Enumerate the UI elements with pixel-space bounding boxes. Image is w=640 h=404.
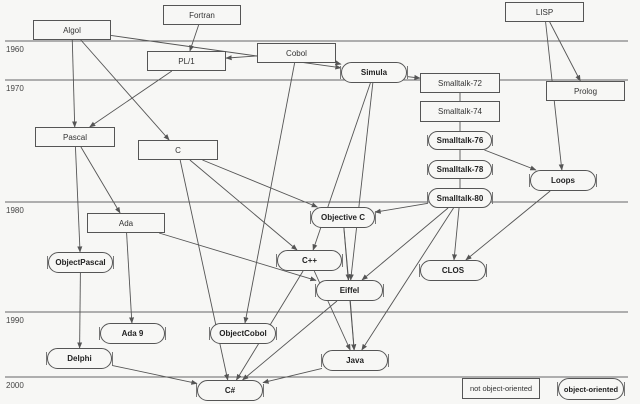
edge-algol-to-c — [80, 39, 170, 141]
edge-algol-to-pascal — [71, 39, 78, 128]
legend-object-oriented: object-oriented — [557, 378, 625, 400]
edge-objectpascal-to-delphi — [77, 272, 83, 349]
node-smalltalk-76: Smalltalk-76 — [427, 131, 493, 150]
edge-cobol-to-pl1 — [225, 55, 258, 61]
node-objective-c: Objective C — [310, 207, 376, 228]
edge-smalltalk80-to-objectivec — [374, 202, 429, 214]
edge-c-to-objectivec — [202, 159, 318, 208]
edge-smalltalk76-to-loops — [484, 149, 537, 171]
timeline-lines — [5, 40, 628, 378]
edge-simula-to-smalltalk72 — [406, 74, 421, 80]
node-algol: Algol — [33, 20, 111, 40]
node-pascal: Pascal — [35, 127, 115, 147]
edge-pascal-to-ada — [80, 146, 121, 214]
edge-lisp-to-prolog — [549, 21, 581, 82]
edge-c-to-csharp — [179, 159, 229, 381]
node-smalltalk-72: Smalltalk-72 — [420, 73, 500, 93]
edge-ada-to-ada9 — [126, 232, 135, 324]
node-smalltalk-78: Smalltalk-78 — [427, 160, 493, 179]
edge-c-to-cpp — [189, 159, 298, 251]
node-cpp: C++ — [276, 250, 343, 271]
node-fortran: Fortran — [163, 5, 241, 25]
edge-delphi-to-csharp — [111, 364, 198, 385]
node-simula: Simula — [340, 62, 408, 83]
edge-cobol-to-simula — [334, 60, 342, 66]
edge-java-to-csharp — [262, 367, 323, 384]
node-smalltalk-74: Smalltalk-74 — [420, 101, 500, 122]
edge-cobol-to-objectcobol — [243, 62, 296, 324]
node-prolog: Prolog — [546, 81, 625, 101]
node-ada: Ada — [87, 213, 165, 233]
node-csharp: C# — [196, 380, 264, 401]
node-java: Java — [321, 350, 389, 371]
node-pl1: PL/1 — [147, 51, 226, 71]
year-label-1960: 1960 — [6, 45, 24, 54]
edge-loops-to-clos — [465, 190, 551, 261]
node-eiffel: Eiffel — [315, 280, 384, 301]
year-label-2000: 2000 — [6, 381, 24, 390]
edge-ada-to-eiffel — [158, 232, 317, 282]
node-lisp: LISP — [505, 2, 584, 22]
node-delphi: Delphi — [46, 348, 113, 369]
edge-pl1-to-pascal — [89, 70, 173, 128]
year-label-1990: 1990 — [6, 316, 24, 325]
node-objectpascal: ObjectPascal — [47, 252, 114, 273]
edge-smalltalk80-to-java — [361, 207, 454, 351]
edge-smalltalk80-to-clos — [452, 207, 460, 261]
node-loops: Loops — [529, 170, 597, 191]
edge-simula-to-eiffel — [348, 82, 374, 281]
edge-eiffel-to-csharp — [242, 300, 338, 381]
node-cobol: Cobol — [257, 43, 336, 63]
node-clos: CLOS — [419, 260, 487, 281]
edge-smalltalk80-to-eiffel — [361, 207, 449, 281]
node-c: C — [138, 140, 218, 160]
node-smalltalk-80: Smalltalk-80 — [427, 188, 493, 208]
year-label-1980: 1980 — [6, 206, 24, 215]
edge-fortran-to-pl1 — [189, 24, 200, 52]
edge-pascal-to-objectpascal — [74, 146, 83, 253]
node-ada-9: Ada 9 — [99, 323, 166, 344]
year-label-1970: 1970 — [6, 84, 24, 93]
edge-eiffel-to-java — [349, 300, 357, 351]
node-objectcobol: ObjectCobol — [209, 323, 277, 344]
legend-not-object-oriented: not object-oriented — [462, 378, 540, 399]
